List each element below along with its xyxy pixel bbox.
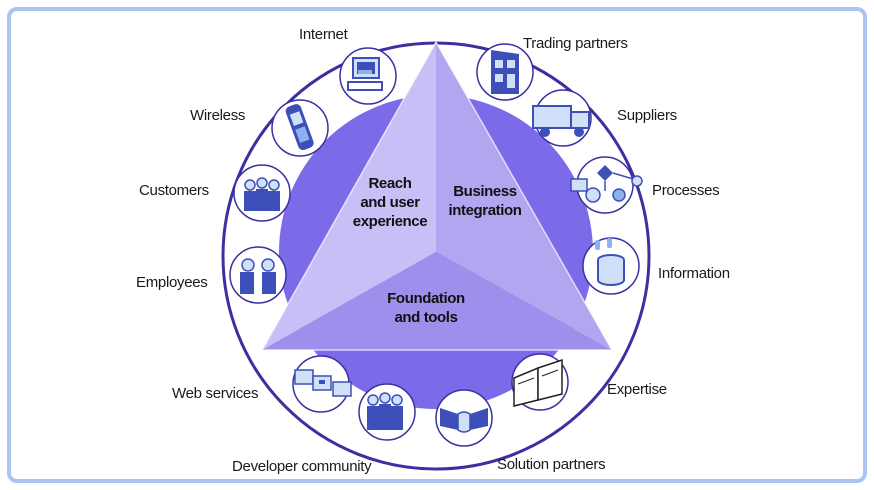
information-icon bbox=[582, 237, 640, 295]
customers-icon bbox=[233, 164, 291, 222]
web-services-icon bbox=[292, 355, 352, 413]
processes-icon bbox=[570, 156, 643, 214]
expertise-icon bbox=[511, 353, 569, 411]
label-expertise: Expertise bbox=[607, 381, 667, 398]
wireless-icon bbox=[271, 99, 329, 157]
label-information: Information bbox=[658, 265, 730, 282]
segment-business-label: Business integration bbox=[448, 183, 522, 219]
suppliers-icon bbox=[532, 89, 592, 147]
label-trading-partners: Trading partners bbox=[523, 35, 628, 52]
developer-community-icon bbox=[358, 383, 416, 441]
label-solution-partners: Solution partners bbox=[497, 456, 606, 473]
solution-partners-icon bbox=[435, 389, 493, 447]
trading-partners-icon bbox=[476, 43, 534, 101]
label-internet: Internet bbox=[299, 26, 348, 43]
internet-icon bbox=[339, 47, 397, 105]
segment-reach-label: Reach and user experience bbox=[352, 175, 428, 230]
label-suppliers: Suppliers bbox=[617, 107, 677, 124]
employees-icon bbox=[229, 246, 287, 304]
label-customers: Customers bbox=[139, 182, 209, 199]
segment-foundation-label: Foundation and tools bbox=[387, 290, 465, 326]
label-web-services: Web services bbox=[172, 385, 259, 402]
segment-foundation-shape bbox=[262, 252, 612, 350]
label-wireless: Wireless bbox=[190, 107, 246, 124]
label-employees: Employees bbox=[136, 274, 208, 291]
label-processes: Processes bbox=[652, 182, 720, 199]
label-developer-community: Developer community bbox=[232, 458, 372, 475]
triangle-outline bbox=[260, 40, 614, 351]
